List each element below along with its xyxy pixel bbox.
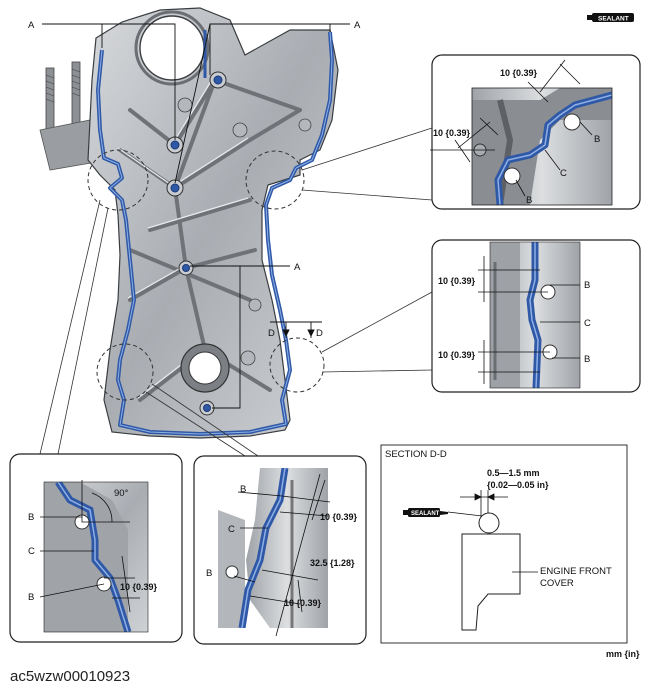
detail-bottom-left: 90° B C B 10 {0.39} [9,453,183,643]
angle-label: 90° [114,488,129,499]
callout-a-1: A [28,20,35,31]
label-c-4: C [228,524,235,535]
section-dim-mm: 0.5—1.5 mm [487,468,540,478]
section-mark-d-1: D [268,328,275,339]
cover-body [87,7,339,439]
sealant-badge-top: SEALANT [587,13,634,23]
dim-label-6: 10 {0.39} [320,512,358,522]
figure-id: ac5wzw00010923 [10,668,131,685]
label-b-6: B [28,592,34,603]
detail-top-right: 10 {0.39} 10 {0.39} B C B [430,54,641,210]
section-dd-panel: SECTION D-D 0.5—1.5 mm {0.02—0.05 in} SE… [380,444,628,644]
label-b-7: B [240,484,246,495]
engine-front-cover: A A A D D [28,7,433,457]
svg-text:SEALANT: SEALANT [411,511,440,517]
crank-opening [139,15,205,81]
dim-label-8: 10 {0.39} [284,598,322,608]
section-dim-in: {0.02—0.05 in} [487,480,549,490]
part-name-line-2: COVER [540,578,574,589]
section-dd-title: SECTION D-D [385,449,447,460]
dim-label-3: 10 {0.39} [438,276,476,286]
label-b-1: B [594,134,600,145]
callout-a-lines [42,23,350,409]
bolt-bosses [166,71,312,416]
label-b-3: B [584,280,590,291]
sealant-tube: SEALANT [403,508,448,517]
label-b-8: B [206,568,212,579]
section-marks [270,321,322,338]
detail-bottom-mid: B C B 10 {0.39} 32.5 {1.28} 10 {0.39} [193,455,367,645]
unit-note: mm {in} [606,649,640,659]
dim-label-2: 10 {0.39} [433,128,471,138]
part-name-line-1: ENGINE FRONT [540,566,612,577]
dim-label-1: 10 {0.39} [500,68,538,78]
dim-label-7: 32.5 {1.28} [310,558,355,568]
cover-section [461,533,521,631]
label-c-3: C [28,546,35,557]
label-b-5: B [28,512,34,523]
label-b-2: B [526,195,532,206]
callout-a-3: A [294,262,301,273]
label-b-4: B [584,354,590,365]
callout-a-2: A [354,20,361,31]
detail-mid-right: 10 {0.39} 10 {0.39} B C B [431,239,641,393]
section-mark-d-2: D [316,328,323,339]
detail-circles [87,149,325,401]
label-c-2: C [584,318,591,329]
bead-section [478,512,500,534]
label-c: C [560,168,567,179]
dim-label-4: 10 {0.39} [438,350,476,360]
detail-leaders [39,127,433,457]
svg-text:SEALANT: SEALANT [598,16,629,23]
dim-label-5: 10 {0.39} [120,582,158,592]
